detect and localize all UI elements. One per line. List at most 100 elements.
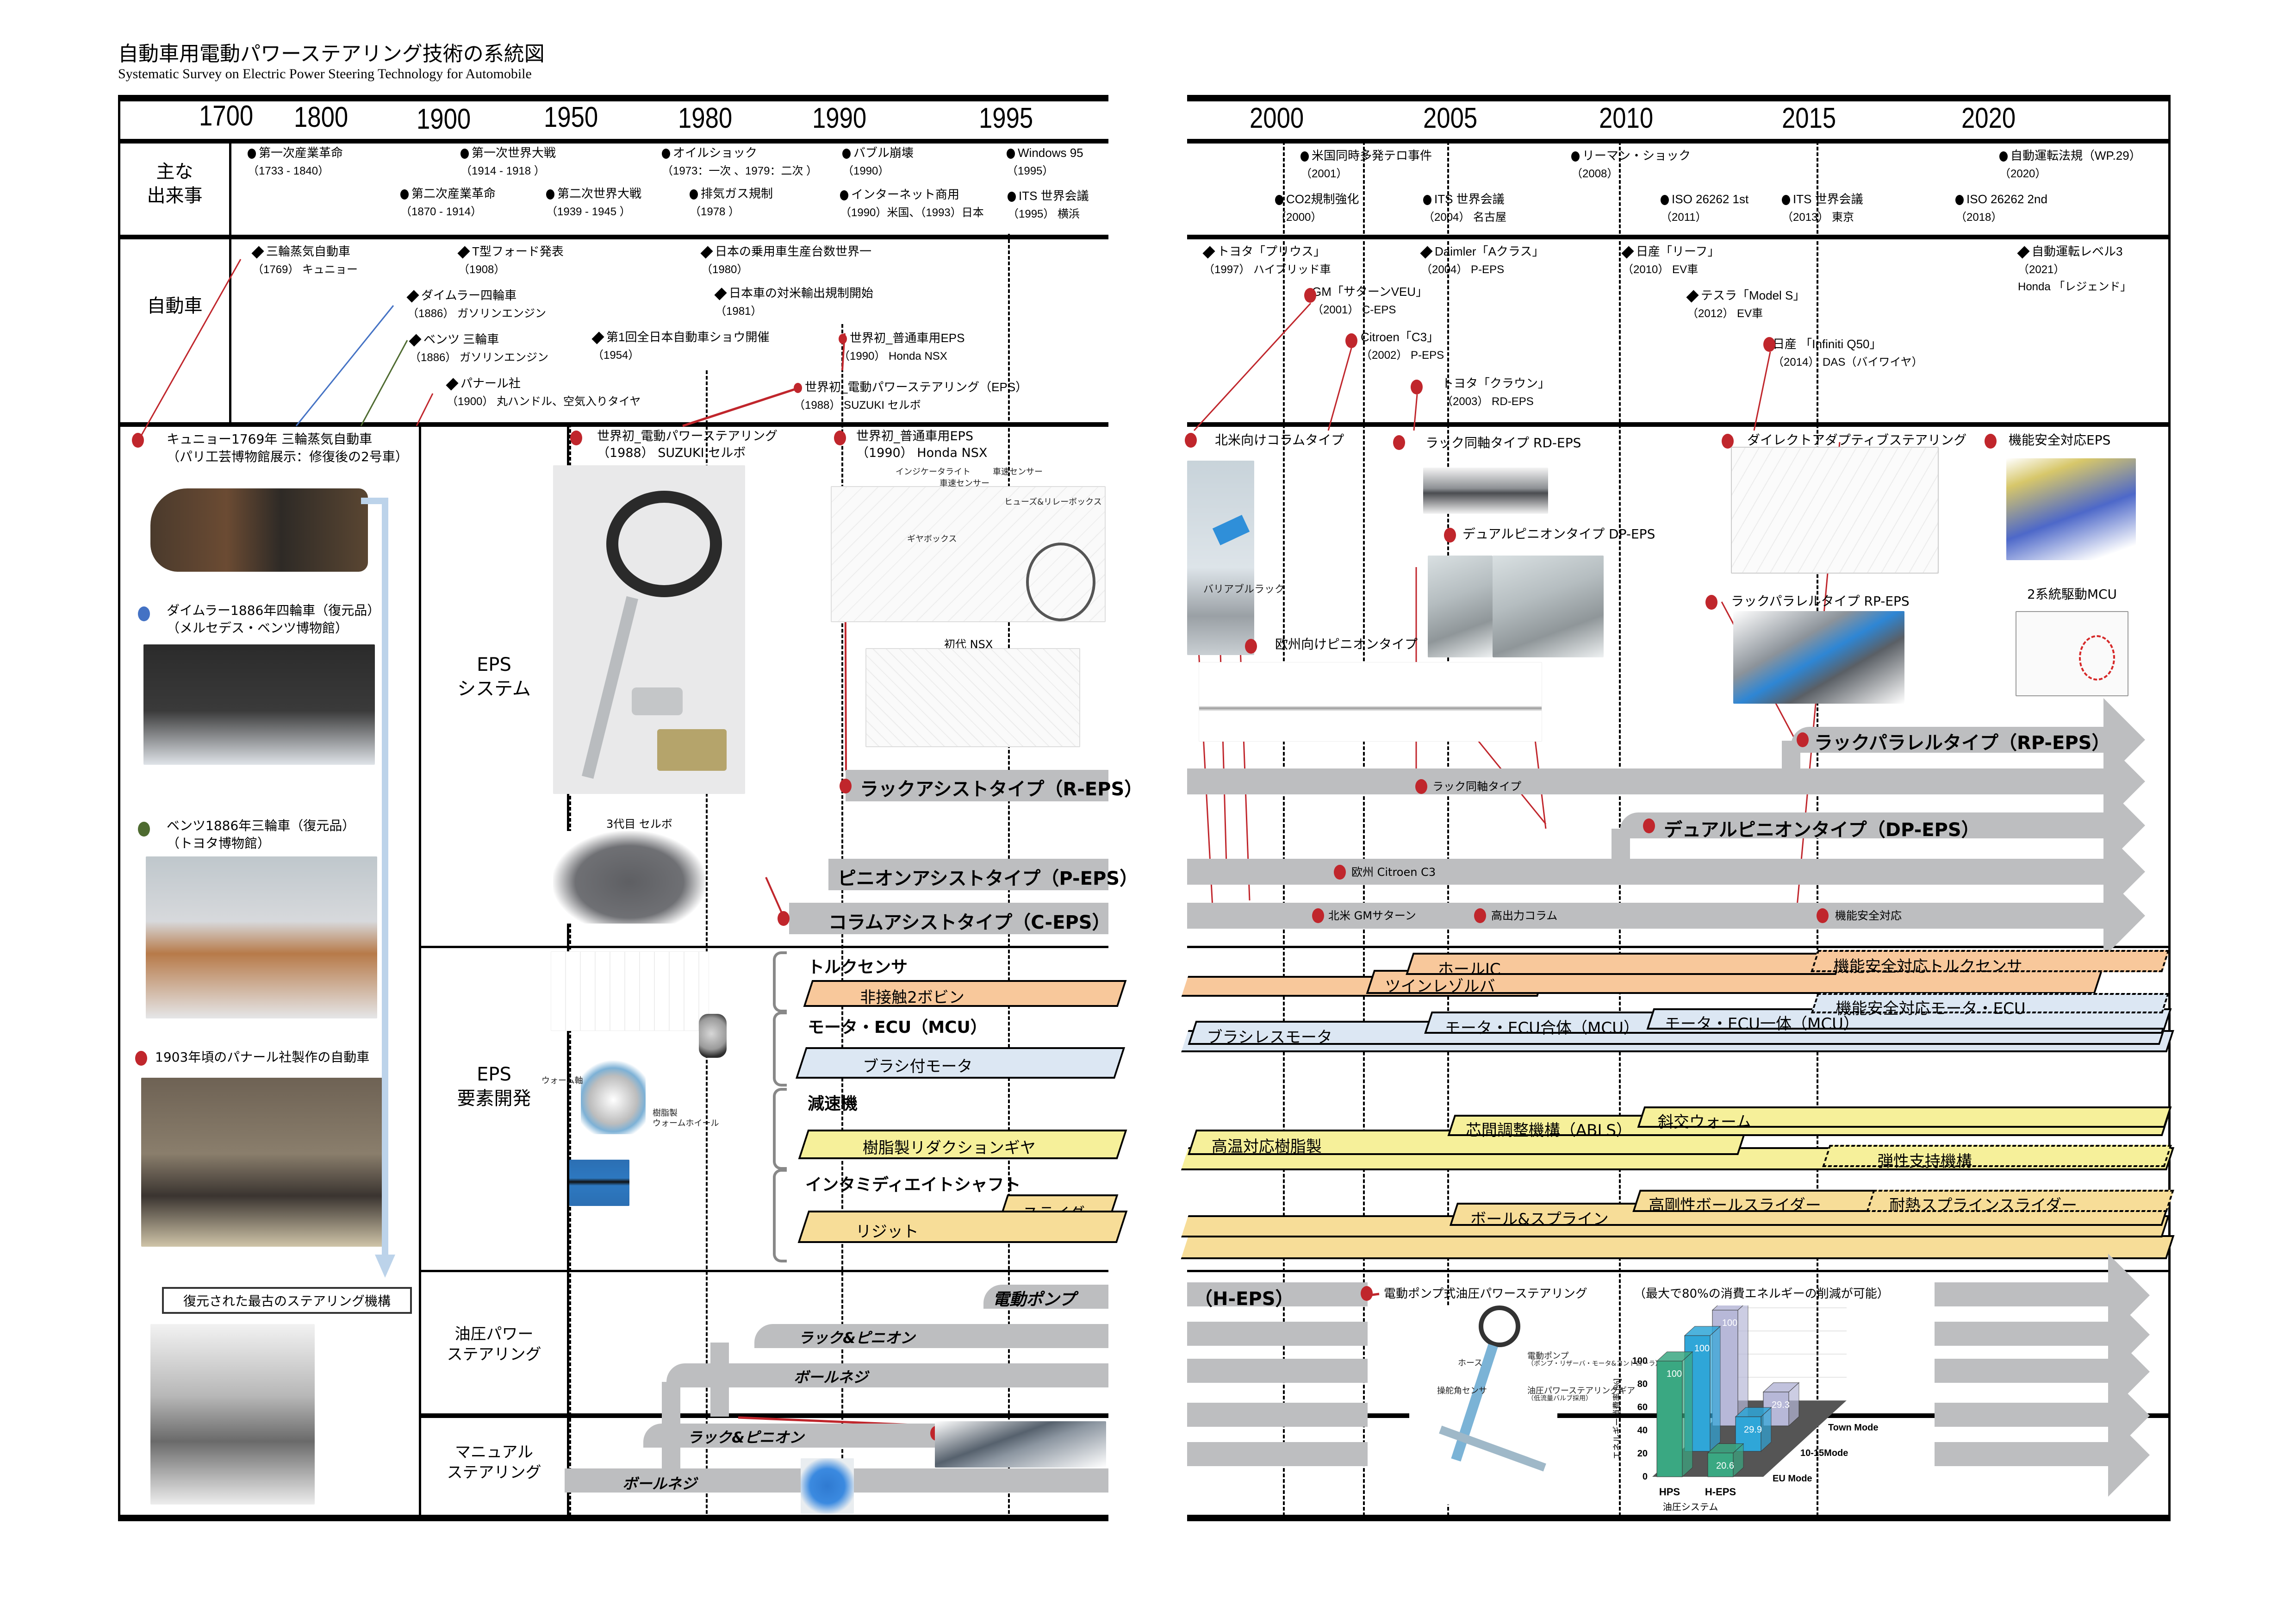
element-bar-planned: 弾性支持機構: [1822, 1145, 2172, 1171]
honda-nsx-diagram: [831, 486, 1106, 622]
year-label: 2005: [1423, 102, 1478, 134]
chart-ytick-label: 60: [1637, 1402, 1648, 1412]
chart-series-label: Town Mode: [1828, 1423, 1879, 1433]
element-bar: [1181, 1235, 2175, 1259]
group-brace: [773, 951, 787, 1012]
chart-bar-top: [1656, 1351, 1693, 1362]
bullet-icon: [690, 189, 698, 200]
wheel-icon: [1026, 543, 1095, 621]
bullet-icon: [662, 149, 670, 159]
connector-line: [360, 340, 408, 426]
element-bar: 樹脂製リダクションギヤ: [798, 1130, 1127, 1159]
panhard-car-photo: [141, 1078, 384, 1247]
oldest-steering-photo: [150, 1324, 315, 1505]
page-subtitle: Systematic Survey on Electric Power Stee…: [118, 66, 532, 81]
system-caption: 北米向けコラムタイプ: [1215, 432, 1344, 448]
diagram-label: 車速センサー: [940, 479, 989, 488]
red-dot-icon: [1797, 732, 1809, 747]
track-label: ラック&ピニオン: [687, 1429, 804, 1446]
track-rp-eps: [1791, 727, 2103, 753]
red-dot-icon: [1415, 779, 1427, 794]
torque-sensor-diagram: [551, 951, 709, 1031]
oldest-steering-label: 復元された最古のステアリング機構: [162, 1287, 412, 1314]
chart-ylabel: エネルギー消費率 [%]: [1612, 1378, 1622, 1459]
bullet-icon: [1423, 195, 1431, 206]
event-item: 第一次世界大戦（1914 - 1918 ）: [460, 146, 556, 177]
type-label: コラムアシストタイプ（C-EPS）: [828, 912, 1111, 933]
year-label: 1800: [294, 101, 348, 133]
element-bar-planned: 機能安全対応モータ・ECU: [1811, 993, 2170, 1018]
diagram-label: ホース: [1458, 1358, 1483, 1368]
year-label: 1700: [199, 100, 254, 132]
steering-shaft: [582, 596, 638, 779]
group-heading: インタミディエイトシャフト: [805, 1175, 1021, 1194]
track-label: ラック&ピニオン: [798, 1329, 915, 1347]
chart-category-label: HPS: [1659, 1486, 1680, 1498]
track-grey: [1935, 1282, 2108, 1306]
group-brace: [773, 1169, 787, 1262]
red-dot-icon: [1393, 435, 1405, 450]
automobile-item: 三輪蒸気自動車（1769） キュニョー: [251, 244, 358, 276]
connector-line: [841, 333, 846, 371]
suzuki-sub-label: 3代目 セルボ: [606, 818, 672, 831]
chart-bar-top: [1762, 1382, 1800, 1393]
event-item: CO2規制強化（2000）: [1275, 192, 1359, 224]
group-heading: モータ・ECU（MCU）: [808, 1018, 987, 1037]
mcu-photo: [699, 1014, 727, 1058]
automobile-item: GM「サターンVEU」（2001） C-EPS: [1312, 285, 1428, 316]
automobile-item: 世界初_電動パワーステアリング（EPS）（1988） SUZUKI セルボ: [794, 380, 1028, 412]
automobile-item: 日産「リーフ」（2010） EV車: [1621, 244, 1720, 276]
chart-category-label: H-EPS: [1705, 1486, 1736, 1498]
steering-wheel-icon: [1479, 1305, 1520, 1347]
element-bar: 斜交ウォーム: [1637, 1106, 2172, 1131]
bullet-icon: [1007, 149, 1015, 159]
system-caption: ダイレクトアダプティブステアリング: [1747, 432, 1967, 448]
track-ball-screw-hyd: [666, 1363, 1108, 1387]
element-bar: ブラシ付モータ: [795, 1047, 1126, 1079]
automobile-item: トヨタ「プリウス」（1997） ハイブリッド車: [1202, 244, 1331, 276]
honda-nsx-car-diagram: [865, 648, 1080, 747]
bullet-icon: [842, 149, 851, 159]
event-item: 米国同時多発テロ事件（2001）: [1300, 149, 1432, 180]
diagram-label: ギヤボックス: [907, 534, 957, 544]
year-label: 1990: [812, 102, 867, 134]
safety-eps-photo: [2006, 458, 2136, 560]
event-item: 第二次世界大戦（1939 - 1945 ）: [546, 187, 642, 218]
automobile-item: トヨタ「クラウン」（2003） RD-EPS: [1442, 376, 1550, 408]
chart-ytick-label: 40: [1637, 1425, 1648, 1436]
red-dot-icon: [1345, 333, 1357, 348]
chart-bar-side: [1682, 1351, 1693, 1478]
type-label: 機能安全対応: [1835, 909, 1902, 922]
chart-data-label: 100: [1667, 1369, 1682, 1379]
rack-pinion-photo: [935, 1421, 1106, 1468]
red-dot-icon: [132, 433, 144, 448]
red-dot-icon: [1411, 380, 1423, 394]
row-label-events: 主な 出来事: [147, 161, 203, 206]
red-dot-icon: [1985, 434, 1997, 449]
automobile-item: ダイムラー四輪車（1886） ガソリンエンジン: [406, 288, 547, 320]
red-dot-icon: [1722, 434, 1734, 449]
event-item: インターネット商用（1990）米国、（1993）日本: [840, 187, 984, 219]
event-item: ITS 世界会議（1995） 横浜: [1008, 189, 1089, 220]
type-label: ピニオンアシストタイプ（P-EPS）: [838, 868, 1139, 889]
red-dot-icon: [778, 911, 790, 926]
chart-bar-top: [1684, 1326, 1721, 1336]
track-label: ボールネジ: [622, 1475, 697, 1493]
type-label: デュアルピニオンタイプ（DP-EPS）: [1664, 819, 1980, 841]
bullet-icon: [1782, 195, 1790, 206]
track-p-eps: [1187, 859, 2103, 885]
track-grey: [1935, 1403, 2108, 1427]
red-dot-icon: [1817, 908, 1829, 923]
year-label: 2020: [1961, 102, 2016, 134]
photo-caption: ベンツ1886年三輪車（復元品） （トヨタ博物館）: [167, 818, 355, 851]
type-bar-r-eps: [846, 770, 1108, 801]
arrow-right-icon: [2108, 1413, 2150, 1497]
euro-pinion-diagram: [1199, 662, 1542, 742]
automobile-item: Daimler「Aクラス」（2004） P-EPS: [1420, 244, 1544, 276]
type-bar-c-eps: [789, 903, 1108, 934]
diagram-label: 樹脂製: [653, 1108, 678, 1118]
page-title: 自動車用電動パワーステアリング技術の系統図: [118, 42, 545, 66]
diagram-label: インジケータライト: [896, 467, 971, 477]
track-grey: [1187, 1322, 1368, 1346]
red-dot-icon: [840, 779, 852, 793]
